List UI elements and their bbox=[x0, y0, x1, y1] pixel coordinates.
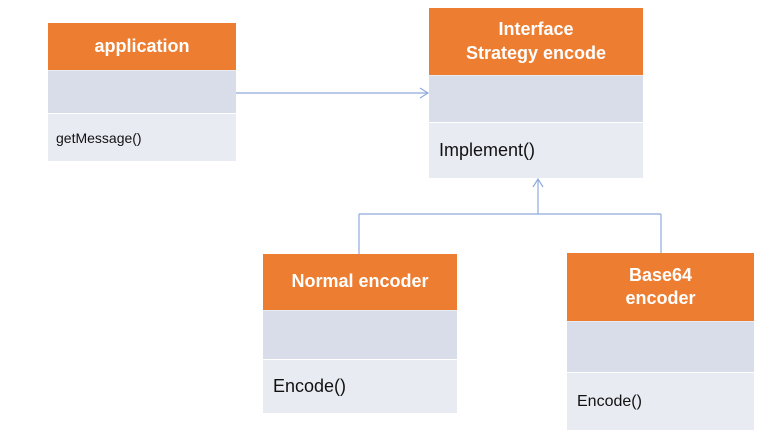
class-title: Normal encoder bbox=[263, 254, 457, 310]
class-attributes bbox=[48, 70, 236, 113]
class-normal-encoder: Normal encoder Encode() bbox=[263, 254, 457, 413]
class-title: Interface Strategy encode bbox=[429, 8, 643, 75]
class-application: application getMessage() bbox=[48, 23, 236, 161]
class-attributes bbox=[567, 321, 754, 372]
inheritance-arrowhead bbox=[532, 177, 544, 188]
class-attributes bbox=[429, 75, 643, 122]
class-operations: getMessage() bbox=[48, 113, 236, 161]
class-title: Base64 encoder bbox=[567, 253, 754, 321]
class-operations: Encode() bbox=[567, 372, 754, 430]
class-operations: Encode() bbox=[263, 359, 457, 413]
class-interface-strategy-encode: Interface Strategy encode Implement() bbox=[429, 8, 643, 178]
class-base64-encoder: Base64 encoder Encode() bbox=[567, 253, 754, 430]
association-arrowhead bbox=[419, 87, 430, 99]
class-title: application bbox=[48, 23, 236, 70]
class-attributes bbox=[263, 310, 457, 359]
class-operations: Implement() bbox=[429, 122, 643, 178]
